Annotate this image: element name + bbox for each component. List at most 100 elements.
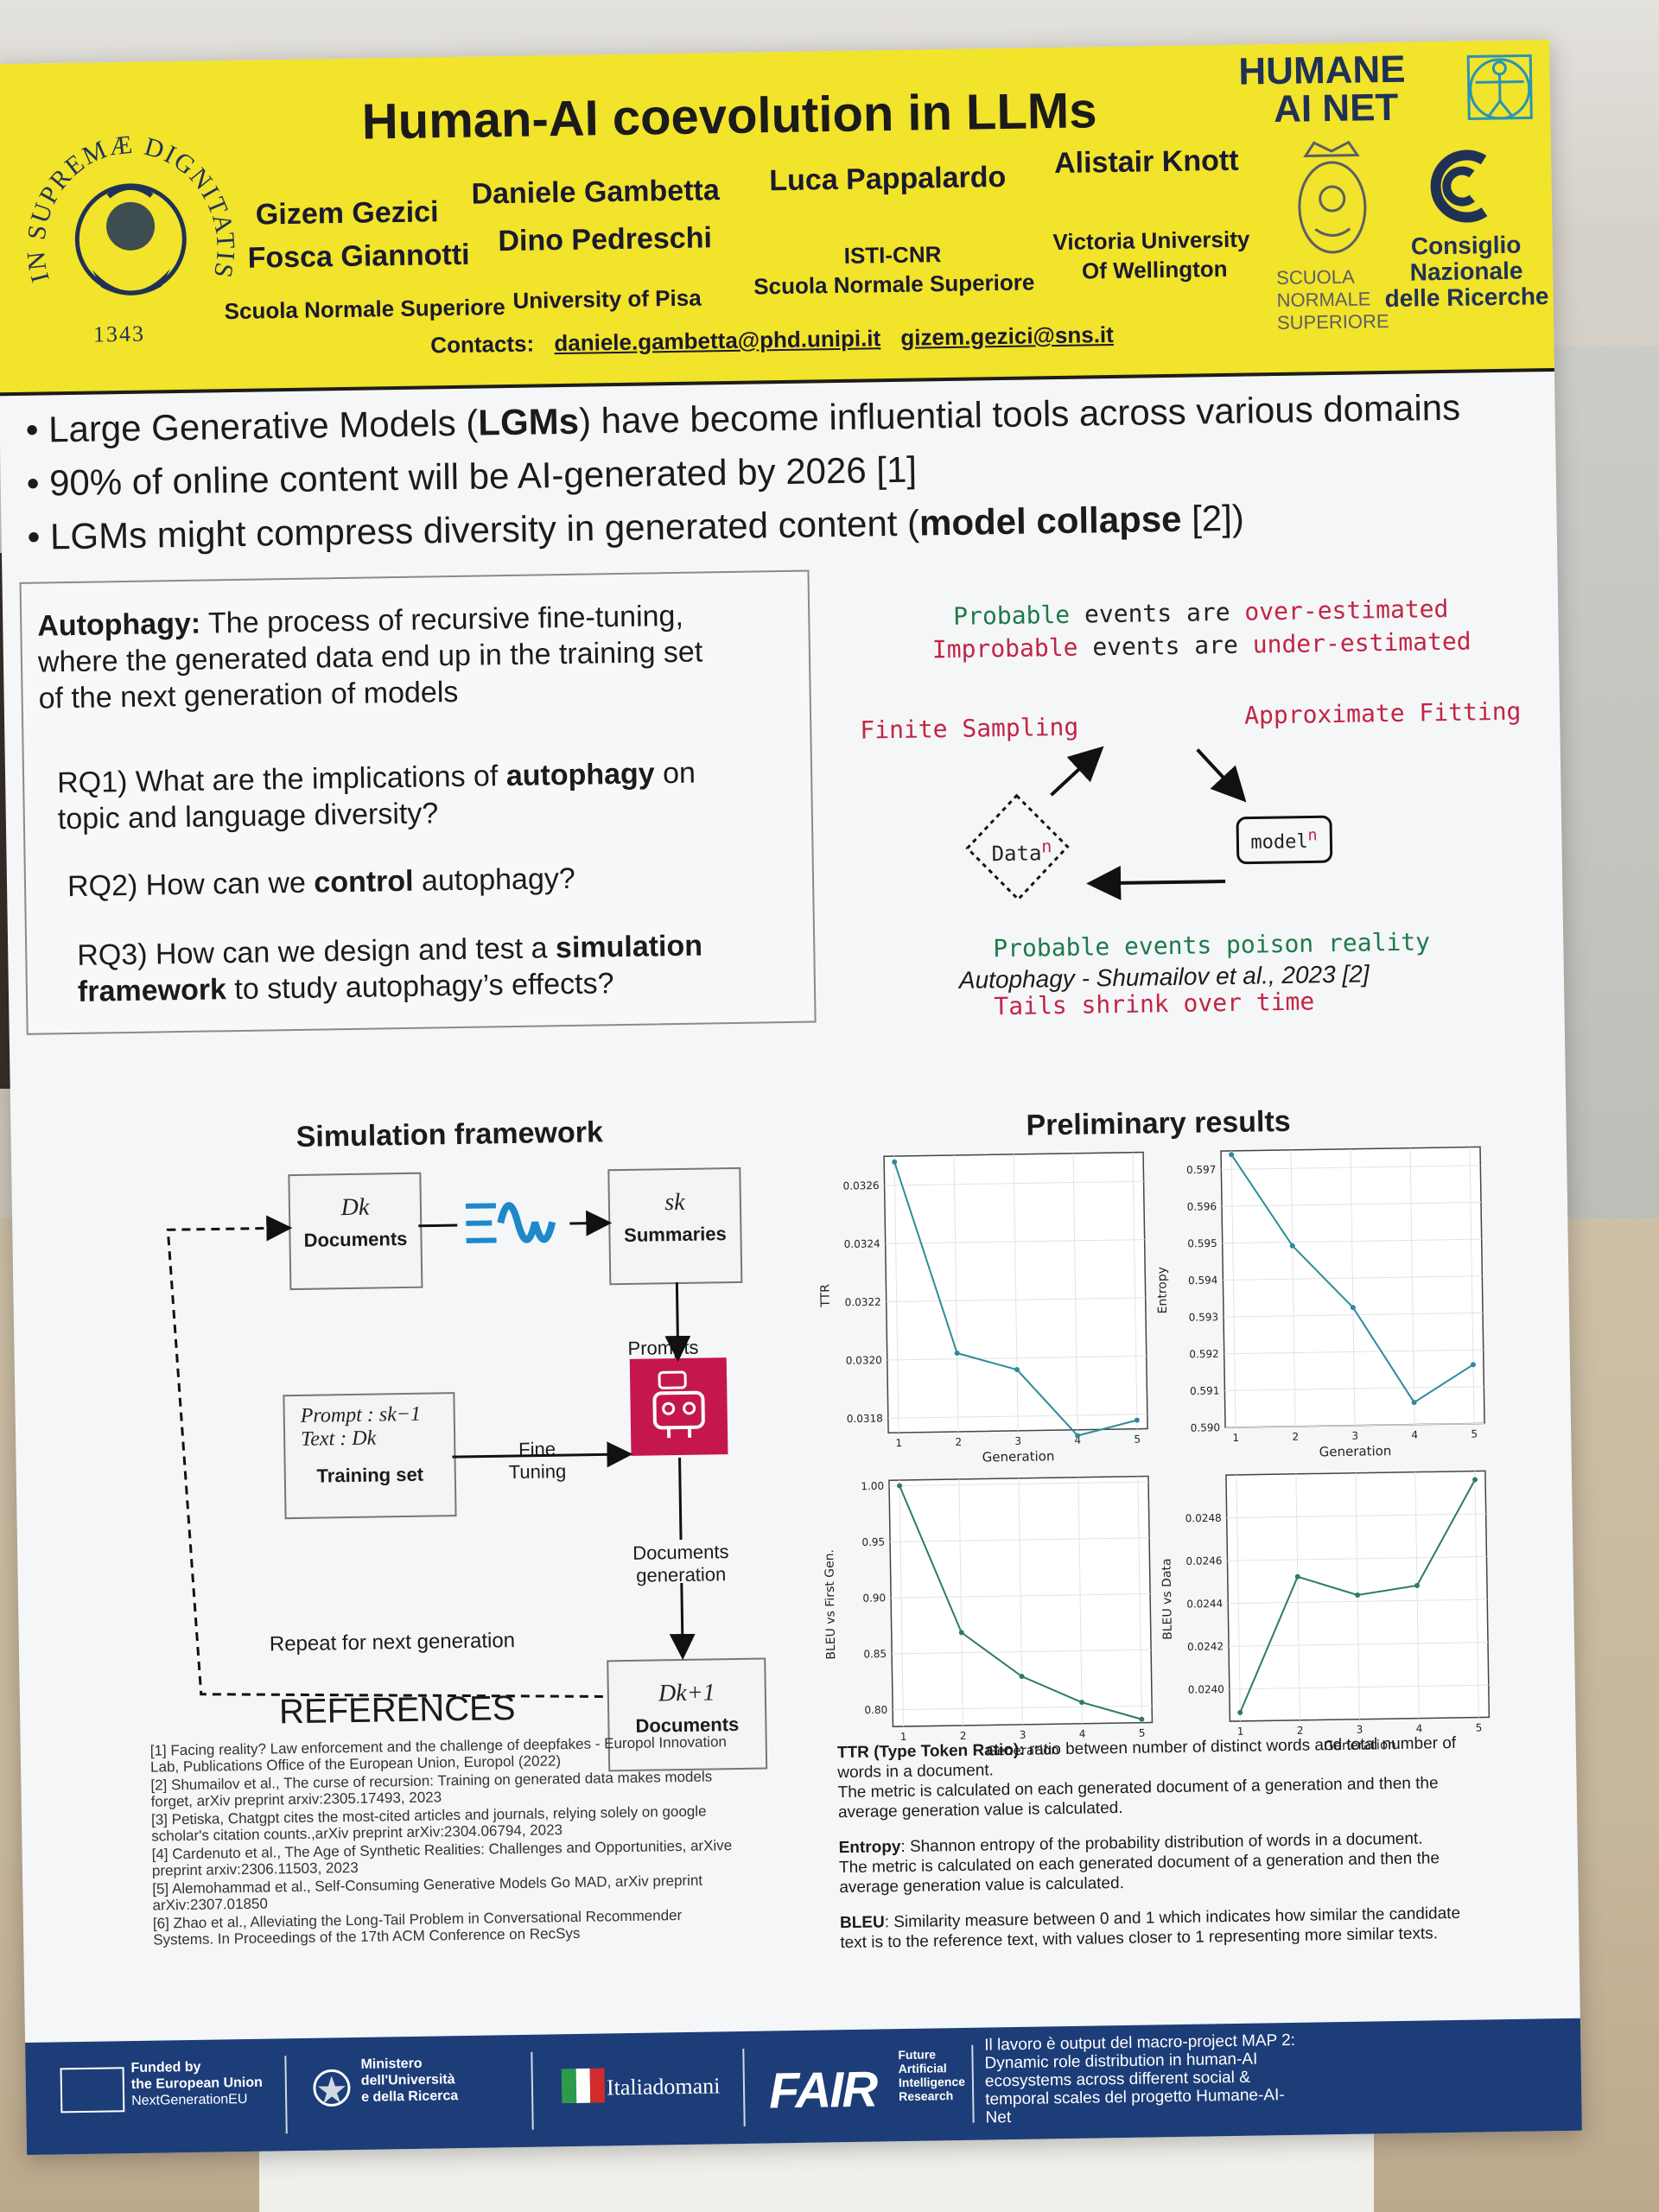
data-point [1237,1709,1243,1715]
data-point [1411,1400,1417,1406]
grid-line [1350,1148,1356,1426]
cnr-logo-text: Consiglio Nazionale delle Ricerche [1383,232,1548,312]
ministero-emblem-icon [313,2069,351,2107]
y-tick-label: 0.85 [863,1648,887,1660]
x-tick-label: 4 [1074,1434,1081,1446]
humane-ai-net-logo: HUMANE AI NET [1238,48,1406,130]
y-tick-label: 0.591 [1190,1385,1220,1398]
y-tick-label: 0.80 [864,1704,887,1716]
data-point [954,1351,960,1357]
y-axis-label: TTR [818,1284,832,1308]
vitruvian-man-icon [1466,54,1533,121]
metric-definitions: TTR (Type Token Ratio): ratio between nu… [837,1733,1480,1969]
footer-divider [742,2048,746,2126]
footer-divider [284,2056,288,2134]
x-axis-label: Generation [987,1742,1059,1758]
y-axis-label: BLEU vs First Gen. [823,1549,838,1660]
bleu-definition: BLEU: Similarity measure between 0 and 1… [839,1904,1461,1953]
y-tick-label: 0.0244 [1186,1598,1223,1611]
y-tick-label: 0.0322 [845,1296,881,1309]
affiliation: Victoria University [1052,226,1250,256]
data-point [1014,1367,1020,1373]
reference-item: [6] Zhao et al., Alleviating the Long-Ta… [152,1907,683,1948]
affiliation: Scuola Normale Superiore [224,294,505,325]
seal-year: 1343 [92,321,146,347]
framework-arrows [166,1210,696,1698]
affiliation: Of Wellington [1081,255,1228,284]
poster-title: Human-AI coevolution in LLMs [361,82,1097,150]
grid-line [1409,1147,1415,1425]
x-tick-label: 2 [1292,1431,1299,1443]
data-point [1470,1362,1476,1368]
data-point [1414,1582,1420,1588]
x-axis-label: Generation [1319,1443,1392,1459]
x-tick-label: 1 [895,1437,902,1449]
x-axis-label: Generation [982,1448,1055,1465]
sns-logo-text: SCUOLA NORMALE SUPERIORE [1276,265,1389,334]
data-point [1289,1243,1295,1249]
research-question-2: RQ2) How can we control autophagy? [67,861,576,904]
author-name: Fosca Giannotti [247,238,470,275]
approximate-fitting-label: Approximate Fitting [1243,696,1522,730]
italy-flag-icon [561,2068,606,2104]
model-node-label: modeln [1250,826,1318,854]
y-tick-label: 1.00 [861,1480,884,1492]
grid-line [1077,1477,1083,1724]
contacts: Contacts: daniele.gambetta@phd.unipi.it … [430,321,1114,359]
y-tick-label: 0.0324 [844,1237,880,1250]
x-tick-label: 5 [1139,1727,1146,1739]
x-tick-label: 1 [900,1731,907,1743]
x-tick-label: 4 [1416,1723,1423,1735]
contact-email-link[interactable]: daniele.gambetta@phd.unipi.it [554,325,881,357]
data-point [897,1483,903,1489]
y-axis-label: Entropy [1155,1267,1170,1314]
x-tick-label: 5 [1134,1433,1141,1446]
sns-logo-line: NORMALE [1276,288,1371,312]
cycle-caption-line1: Probable events are over-estimated [953,594,1449,631]
affiliation: Scuola Normale Superiore [753,269,1035,300]
x-tick-label: 5 [1471,1428,1478,1440]
contacts-label: Contacts: [430,330,535,359]
y-tick-label: 0.0246 [1185,1554,1222,1567]
data-point [1350,1305,1356,1311]
framework-title: Simulation framework [296,1116,604,1154]
italiadomani-logo: Italiadomani [606,2073,721,2101]
references-list: [1] Facing reality? Law enforcement and … [150,1733,741,1950]
y-tick-label: 0.95 [861,1536,885,1548]
poster: IN SUPREMÆ DIGNITATIS 1343 Human-AI coev… [0,40,1582,2155]
x-tick-label: 4 [1411,1429,1418,1441]
y-tick-label: 0.0318 [847,1412,883,1425]
grid-line [958,1478,963,1726]
contact-email-link[interactable]: gizem.gezici@sns.it [900,321,1115,351]
cnr-logo-line: delle Ricerche [1384,283,1549,313]
intro-bullets: • Large Generative Models (LGMs) have be… [25,385,1548,570]
x-tick-label: 2 [960,1730,967,1742]
y-tick-label: 0.593 [1189,1311,1219,1324]
wave-icon [465,1202,556,1243]
robot-icon [629,1357,728,1456]
bullet-item: • 90% of online content will be AI-gener… [26,448,918,504]
grid-line [1295,1473,1300,1720]
fair-logo: FAIR [768,2061,877,2120]
grid-line [1469,1147,1475,1424]
x-tick-label: 2 [955,1436,962,1448]
grid-line [1132,1152,1138,1429]
grid-line [1230,1150,1236,1427]
data-point [1294,1573,1300,1580]
data-point [1079,1700,1085,1706]
cnr-logo-line: Consiglio [1410,231,1522,260]
sns-logo-line: SUPERIORE [1276,309,1389,334]
references-title: REFERENCES [278,1689,516,1732]
university-seal-icon: IN SUPREMÆ DIGNITATIS [21,129,240,296]
data-point [1019,1674,1025,1680]
grid-line [899,1480,904,1727]
y-tick-label: 0.595 [1187,1237,1217,1250]
x-tick-label: 3 [1351,1430,1358,1442]
data-point [1472,1477,1478,1483]
data-point [958,1630,964,1636]
bullet-item: • Large Generative Models (LGMs) have be… [25,386,1461,450]
